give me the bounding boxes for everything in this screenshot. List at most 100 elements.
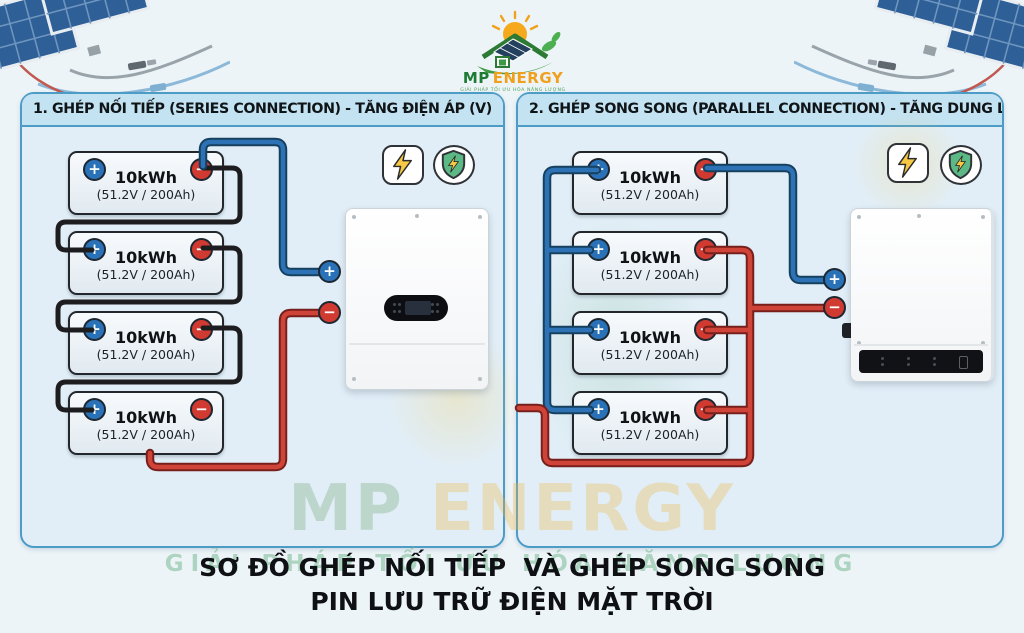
mc4-connector bbox=[877, 60, 897, 71]
battery-spec-label: (51.2V / 200Ah) bbox=[600, 267, 700, 282]
house-window-icon bbox=[499, 59, 506, 66]
parallel-panel-header: 2. GHÉP SONG SONG (PARALLEL CONNECTION) … bbox=[518, 94, 1002, 127]
screw-dot bbox=[478, 215, 482, 219]
fast-charge-icon bbox=[887, 143, 929, 183]
inverter-seam bbox=[854, 344, 988, 346]
battery-parallel-4: + − 10kWh (51.2V / 200Ah) bbox=[572, 391, 728, 455]
protection-icon bbox=[940, 145, 982, 185]
screw-dot bbox=[478, 377, 482, 381]
battery-series-3: + − 10kWh (51.2V / 200Ah) bbox=[68, 311, 224, 375]
plus-symbol: + bbox=[88, 240, 101, 258]
battery-negative-terminal: − bbox=[190, 318, 213, 341]
battery-negative-terminal: − bbox=[694, 398, 717, 421]
plus-symbol: + bbox=[88, 160, 101, 178]
lightning-bolt-icon bbox=[954, 155, 967, 173]
mc4-connector-blue bbox=[857, 83, 875, 92]
plus-symbol: + bbox=[592, 160, 605, 178]
diagram-title: SƠ ĐỒ GHÉP NỐI TIẾP VÀ GHÉP SONG SONG PI… bbox=[0, 551, 1024, 619]
battery-negative-terminal: − bbox=[190, 158, 213, 181]
battery-positive-terminal: + bbox=[83, 318, 106, 341]
panel-mount bbox=[922, 44, 937, 57]
battery-positive-terminal: + bbox=[587, 158, 610, 181]
battery-spec-label: (51.2V / 200Ah) bbox=[96, 267, 196, 282]
inverter-display bbox=[384, 295, 448, 321]
diagram-title-line2: PIN LƯU TRỮ ĐIỆN MẶT TRỜI bbox=[310, 587, 714, 616]
solar-panel-decoration-right bbox=[794, 0, 1024, 104]
diagram-title-line1: SƠ ĐỒ GHÉP NỐI TIẾP VÀ GHÉP SONG SONG bbox=[199, 553, 825, 582]
minus-symbol: − bbox=[699, 240, 712, 258]
inverter-positive-terminal: + bbox=[823, 268, 846, 291]
pv-cable-gray bbox=[811, 44, 955, 80]
battery-positive-terminal: + bbox=[83, 238, 106, 261]
logo-energy-text: ENERGY bbox=[493, 69, 564, 87]
hybrid-inverter bbox=[345, 208, 489, 390]
solar-panel bbox=[873, 0, 990, 36]
battery-negative-terminal: − bbox=[694, 158, 717, 181]
battery-parallel-1: + − 10kWh (51.2V / 200Ah) bbox=[572, 151, 728, 215]
mc4-connector-tip bbox=[867, 59, 878, 66]
inverter-display bbox=[859, 350, 983, 373]
logo-mp-text: MP bbox=[463, 69, 490, 87]
pv-cable-gray bbox=[69, 44, 213, 80]
mc4-connector-tip bbox=[146, 59, 157, 66]
screw-dot bbox=[415, 214, 419, 218]
panel-mount bbox=[87, 44, 102, 57]
solar-panel-decoration-left bbox=[0, 0, 230, 104]
battery-negative-terminal: − bbox=[694, 238, 717, 261]
minus-symbol: − bbox=[828, 298, 841, 316]
battery-positive-terminal: + bbox=[83, 398, 106, 421]
mc4-connector bbox=[127, 60, 147, 71]
screw-dot bbox=[352, 215, 356, 219]
screw-dot bbox=[917, 214, 921, 218]
mc4-connector-blue bbox=[149, 83, 167, 92]
inverter-seam bbox=[349, 343, 485, 345]
battery-capacity-label: 10kWh bbox=[619, 168, 681, 187]
minus-symbol: − bbox=[699, 400, 712, 418]
lightning-bolt-icon bbox=[898, 147, 917, 178]
battery-series-4: + − 10kWh (51.2V / 200Ah) bbox=[68, 391, 224, 455]
watermark-energy: ENERGY bbox=[430, 472, 736, 546]
minus-symbol: − bbox=[195, 160, 208, 178]
minus-symbol: − bbox=[699, 160, 712, 178]
watermark-mp: MP bbox=[288, 472, 405, 546]
inverter-negative-terminal: − bbox=[318, 301, 341, 324]
lightning-bolt-icon bbox=[393, 149, 412, 180]
sun-rays-icon bbox=[491, 10, 539, 31]
battery-negative-terminal: − bbox=[190, 238, 213, 261]
battery-spec-label: (51.2V / 200Ah) bbox=[600, 187, 700, 202]
roof-panel-grid bbox=[499, 42, 527, 59]
minus-symbol: − bbox=[195, 400, 208, 418]
battery-positive-terminal: + bbox=[587, 398, 610, 421]
minus-symbol: − bbox=[195, 320, 208, 338]
minus-symbol: − bbox=[699, 320, 712, 338]
battery-spec-label: (51.2V / 200Ah) bbox=[96, 347, 196, 362]
leaf-icon bbox=[541, 40, 557, 52]
plus-symbol: + bbox=[88, 320, 101, 338]
watermark-brand: MP ENERGY bbox=[0, 472, 1024, 546]
plus-symbol: + bbox=[592, 320, 605, 338]
battery-spec-label: (51.2V / 200Ah) bbox=[96, 427, 196, 442]
plus-symbol: + bbox=[592, 240, 605, 258]
logo-tagline-text: GIẢI PHÁP TỐI ƯU HÓA NĂNG LƯỢNG bbox=[460, 85, 565, 93]
battery-parallel-2: + − 10kWh (51.2V / 200Ah) bbox=[572, 231, 728, 295]
battery-negative-terminal: − bbox=[694, 318, 717, 341]
battery-positive-terminal: + bbox=[83, 158, 106, 181]
watermark-tagline: GIẢI PHÁP TỐI ƯU HÓA NĂNG LƯỢNG bbox=[164, 551, 860, 577]
solar-panel bbox=[34, 0, 151, 36]
battery-spec-label: (51.2V / 200Ah) bbox=[96, 187, 196, 202]
protection-icon bbox=[433, 145, 475, 185]
battery-positive-terminal: + bbox=[587, 318, 610, 341]
plus-symbol: + bbox=[828, 270, 841, 288]
inverter-positive-terminal: + bbox=[318, 260, 341, 283]
battery-spec-label: (51.2V / 200Ah) bbox=[600, 347, 700, 362]
screw-dot bbox=[352, 377, 356, 381]
plus-symbol: + bbox=[88, 400, 101, 418]
minus-symbol: − bbox=[323, 303, 336, 321]
battery-negative-terminal: − bbox=[190, 398, 213, 421]
battery-positive-terminal: + bbox=[587, 238, 610, 261]
leaf-icon bbox=[551, 31, 561, 43]
battery-spec-label: (51.2V / 200Ah) bbox=[600, 427, 700, 442]
hybrid-inverter bbox=[842, 208, 994, 382]
